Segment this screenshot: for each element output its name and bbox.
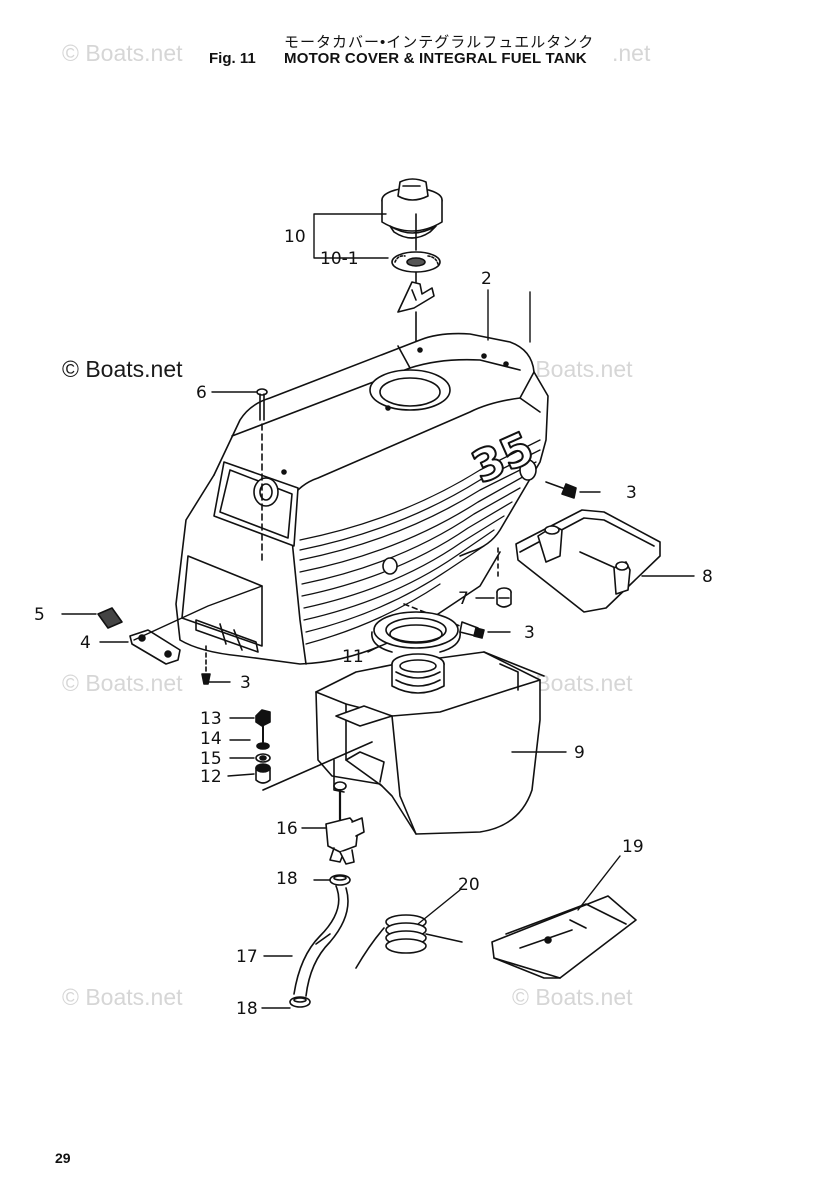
callout-3-left: 3	[240, 673, 251, 693]
callout-18-bottom: 18	[236, 999, 258, 1019]
watermark: © Boats.net	[62, 670, 183, 696]
callout-3-right: 3	[626, 483, 637, 503]
callout-3-lower: 3	[524, 623, 535, 643]
owner-manual	[491, 895, 637, 979]
callout-16: 16	[276, 819, 298, 839]
callout-labels: 10 10-1 2 6 3 8 7 3 5 4 11 3 13 14 15 12…	[34, 227, 713, 1019]
screw-3-right	[545, 481, 577, 499]
callout-14: 14	[200, 729, 222, 749]
grommet-7	[496, 587, 512, 608]
callout-6: 6	[196, 383, 207, 403]
callout-8: 8	[702, 567, 713, 587]
fuel-tank	[315, 651, 545, 835]
callout-5: 5	[34, 605, 45, 625]
watermark: © Boats.net	[62, 40, 183, 66]
fuel-cock	[325, 788, 365, 865]
cord-coil	[355, 914, 463, 969]
plate-4	[129, 629, 181, 665]
callout-10-1: 10-1	[320, 249, 359, 269]
callout-17: 17	[236, 947, 258, 967]
cap-gasket	[391, 251, 441, 273]
filler-seal	[371, 611, 461, 653]
fuel-hose	[293, 885, 349, 997]
watermark: © Boats.net	[512, 984, 633, 1010]
callout-4: 4	[80, 633, 91, 653]
figure-number: Fig. 11	[209, 50, 256, 67]
callout-7: 7	[458, 589, 469, 609]
callout-9: 9	[574, 743, 585, 763]
hose-clamp-top	[329, 874, 351, 886]
callout-2: 2	[481, 269, 492, 289]
page-number: 29	[55, 1150, 71, 1166]
watermark: © Boats.net	[62, 984, 183, 1010]
fuel-cap	[381, 178, 443, 239]
screw-6	[256, 388, 268, 561]
hose-clamp-bottom	[289, 996, 311, 1008]
callout-11: 11	[342, 647, 364, 667]
figure-title: MOTOR COVER & INTEGRAL FUEL TANK	[284, 50, 587, 67]
hardware-stack	[255, 709, 373, 791]
clip-5	[97, 607, 123, 629]
callout-18-top: 18	[276, 869, 298, 889]
callout-13: 13	[200, 709, 222, 729]
callout-10: 10	[284, 227, 306, 247]
cap-retainer	[397, 281, 435, 313]
title-japanese: モータカバー•インテグラルフュエルタンク	[284, 34, 595, 51]
leader-lines	[61, 213, 695, 1009]
callout-20: 20	[458, 875, 480, 895]
cover-bracket	[515, 509, 661, 613]
watermark: © Boats.net	[62, 356, 183, 382]
callout-15: 15	[200, 749, 222, 769]
callout-12: 12	[200, 767, 222, 787]
callout-19: 19	[622, 837, 644, 857]
motor-cover	[175, 332, 549, 665]
watermark: .net	[612, 40, 651, 66]
